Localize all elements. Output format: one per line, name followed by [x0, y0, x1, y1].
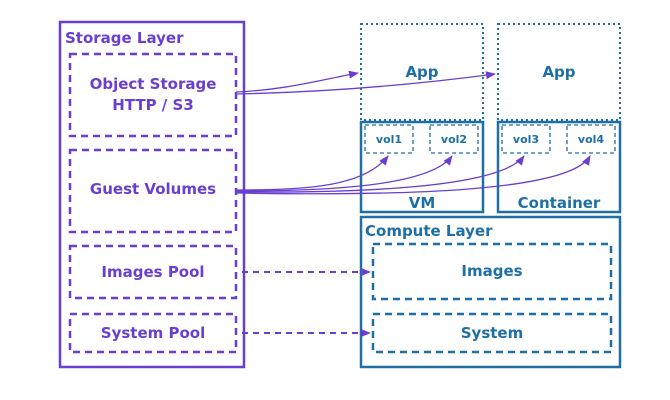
images-pool-label: Images Pool [101, 263, 204, 281]
compute-layer-frame [359, 215, 622, 369]
guest-volumes-to-vol3-arrow [235, 155, 525, 193]
guest-volumes-label: Guest Volumes [90, 180, 216, 198]
storage-layer: Storage Layer Object Storage HTTP / S3 G… [58, 20, 246, 369]
container-group: App vol3 vol4 Container [496, 23, 622, 214]
guest-volumes-to-vol1-arrow [235, 155, 389, 191]
vm-volume-2 [429, 124, 479, 154]
storage-layer-title: Storage Layer [65, 29, 184, 47]
storage-layer-frame [58, 20, 246, 369]
images-pool-box [68, 244, 238, 300]
container-box [496, 120, 622, 214]
guest-volumes-to-vol4-arrow [235, 155, 591, 195]
compute-images-box [371, 242, 613, 301]
compute-system-box [371, 312, 613, 354]
vm-volume-1-label: vol1 [376, 133, 402, 146]
container-volume-3-label: vol3 [513, 133, 539, 146]
container-label: Container [518, 194, 601, 212]
system-pool-label: System Pool [101, 324, 205, 342]
container-volume-4 [566, 124, 616, 154]
vm-volume-2-label: vol2 [441, 133, 467, 146]
object-storage-to-container-app-arrow [235, 71, 496, 95]
vm-group: App vol1 vol2 VM [359, 23, 485, 214]
compute-images-label: Images [461, 262, 522, 280]
connectors [235, 70, 591, 337]
compute-layer-title: Compute Layer [365, 222, 493, 240]
object-storage-box [68, 52, 238, 138]
compute-layer: Compute Layer Images System [359, 215, 622, 369]
object-storage-protocol-label: HTTP / S3 [112, 96, 194, 114]
object-storage-label: Object Storage [90, 75, 217, 93]
object-storage-to-vm-app-arrow [235, 70, 359, 93]
vm-app-box [360, 23, 484, 121]
vm-box [359, 120, 485, 214]
guest-volumes-to-vol2-arrow [235, 155, 453, 192]
system-pool-box [68, 312, 238, 354]
vm-label: VM [409, 194, 436, 212]
vm-app-label: App [405, 63, 438, 81]
compute-system-label: System [461, 324, 523, 342]
container-volume-4-label: vol4 [578, 133, 604, 146]
container-app-label: App [542, 63, 575, 81]
container-app-box [497, 23, 621, 121]
vm-volume-1 [364, 124, 414, 154]
container-volume-3 [501, 124, 551, 154]
